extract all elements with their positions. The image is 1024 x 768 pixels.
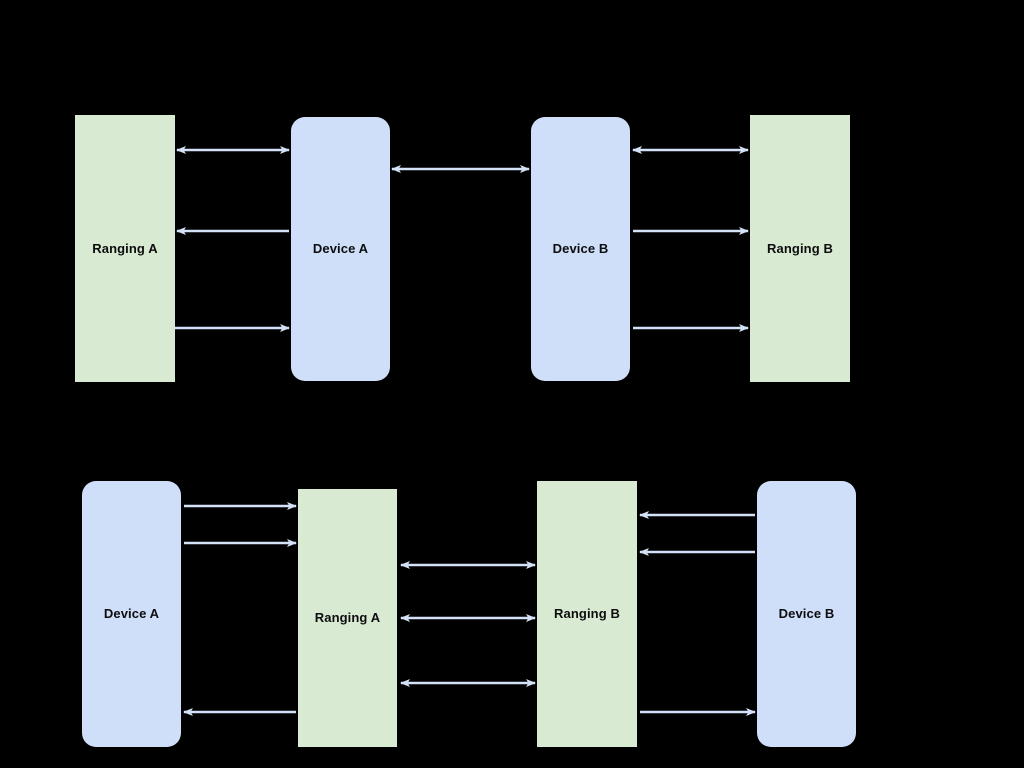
node-bot-ranging-a[interactable]: Ranging A bbox=[298, 489, 397, 747]
node-label-bot-ranging-b: Ranging B bbox=[554, 606, 620, 622]
node-top-device-b[interactable]: Device B bbox=[531, 117, 630, 381]
node-bot-device-b[interactable]: Device B bbox=[757, 481, 856, 747]
node-label-bot-ranging-a: Ranging A bbox=[314, 610, 381, 626]
node-label-top-device-b: Device B bbox=[552, 241, 609, 257]
node-label-top-device-a: Device A bbox=[312, 241, 369, 257]
node-label-bot-device-a: Device A bbox=[103, 606, 160, 622]
node-label-top-ranging-b: Ranging B bbox=[767, 240, 833, 256]
node-bot-ranging-b[interactable]: Ranging B bbox=[537, 481, 637, 747]
node-bot-device-a[interactable]: Device A bbox=[82, 481, 181, 747]
node-label-bot-device-b: Device B bbox=[778, 606, 835, 622]
node-top-ranging-b[interactable]: Ranging B bbox=[750, 115, 850, 382]
node-label-top-ranging-a: Ranging A bbox=[92, 240, 158, 256]
node-top-ranging-a[interactable]: Ranging A bbox=[75, 115, 175, 382]
node-top-device-a[interactable]: Device A bbox=[291, 117, 390, 381]
